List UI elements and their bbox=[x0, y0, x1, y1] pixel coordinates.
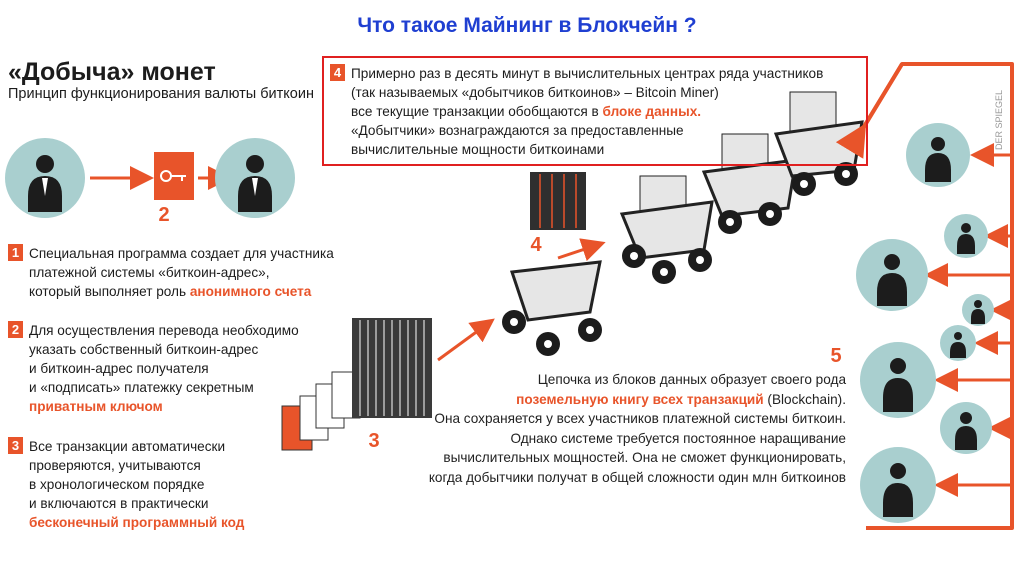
person-icon bbox=[5, 138, 85, 218]
arrow-icon bbox=[557, 238, 606, 262]
person-icon bbox=[860, 447, 936, 523]
label-2: 2 bbox=[158, 204, 170, 226]
label-4: 4 bbox=[530, 234, 542, 256]
label-5: 5 bbox=[830, 345, 842, 367]
main-title: Что такое Майнинг в Блокчейн ? bbox=[357, 14, 697, 37]
person-icon bbox=[856, 239, 928, 311]
step-4-frame bbox=[322, 56, 868, 166]
data-block-icon bbox=[530, 172, 586, 230]
data-block-icon bbox=[281, 318, 432, 451]
step-number: 3 bbox=[8, 437, 23, 454]
step-number: 1 bbox=[8, 244, 23, 261]
mining-cart-icon bbox=[701, 133, 798, 234]
step-5: Цепочка из блоков данных образует своего… bbox=[428, 372, 846, 485]
person-icon bbox=[860, 342, 936, 418]
step-number: 2 bbox=[8, 321, 23, 338]
label-3: 3 bbox=[368, 430, 380, 452]
person-icon bbox=[215, 138, 295, 218]
diagram-title: «Добыча» монет bbox=[8, 58, 216, 86]
watermark: DER SPIEGEL bbox=[994, 90, 1004, 150]
person-icon bbox=[944, 214, 988, 258]
diagram-subtitle: Принцип функционирования валюты биткоин bbox=[8, 86, 314, 102]
arrow-icon bbox=[437, 318, 495, 362]
key-icon bbox=[154, 152, 194, 200]
person-icon bbox=[940, 325, 976, 361]
mining-cart-icon bbox=[619, 175, 714, 284]
person-icon bbox=[962, 294, 994, 326]
person-icon bbox=[940, 402, 992, 454]
step-number: 4 bbox=[330, 64, 345, 81]
person-icon bbox=[906, 123, 970, 187]
mining-cart-icon bbox=[502, 260, 602, 356]
